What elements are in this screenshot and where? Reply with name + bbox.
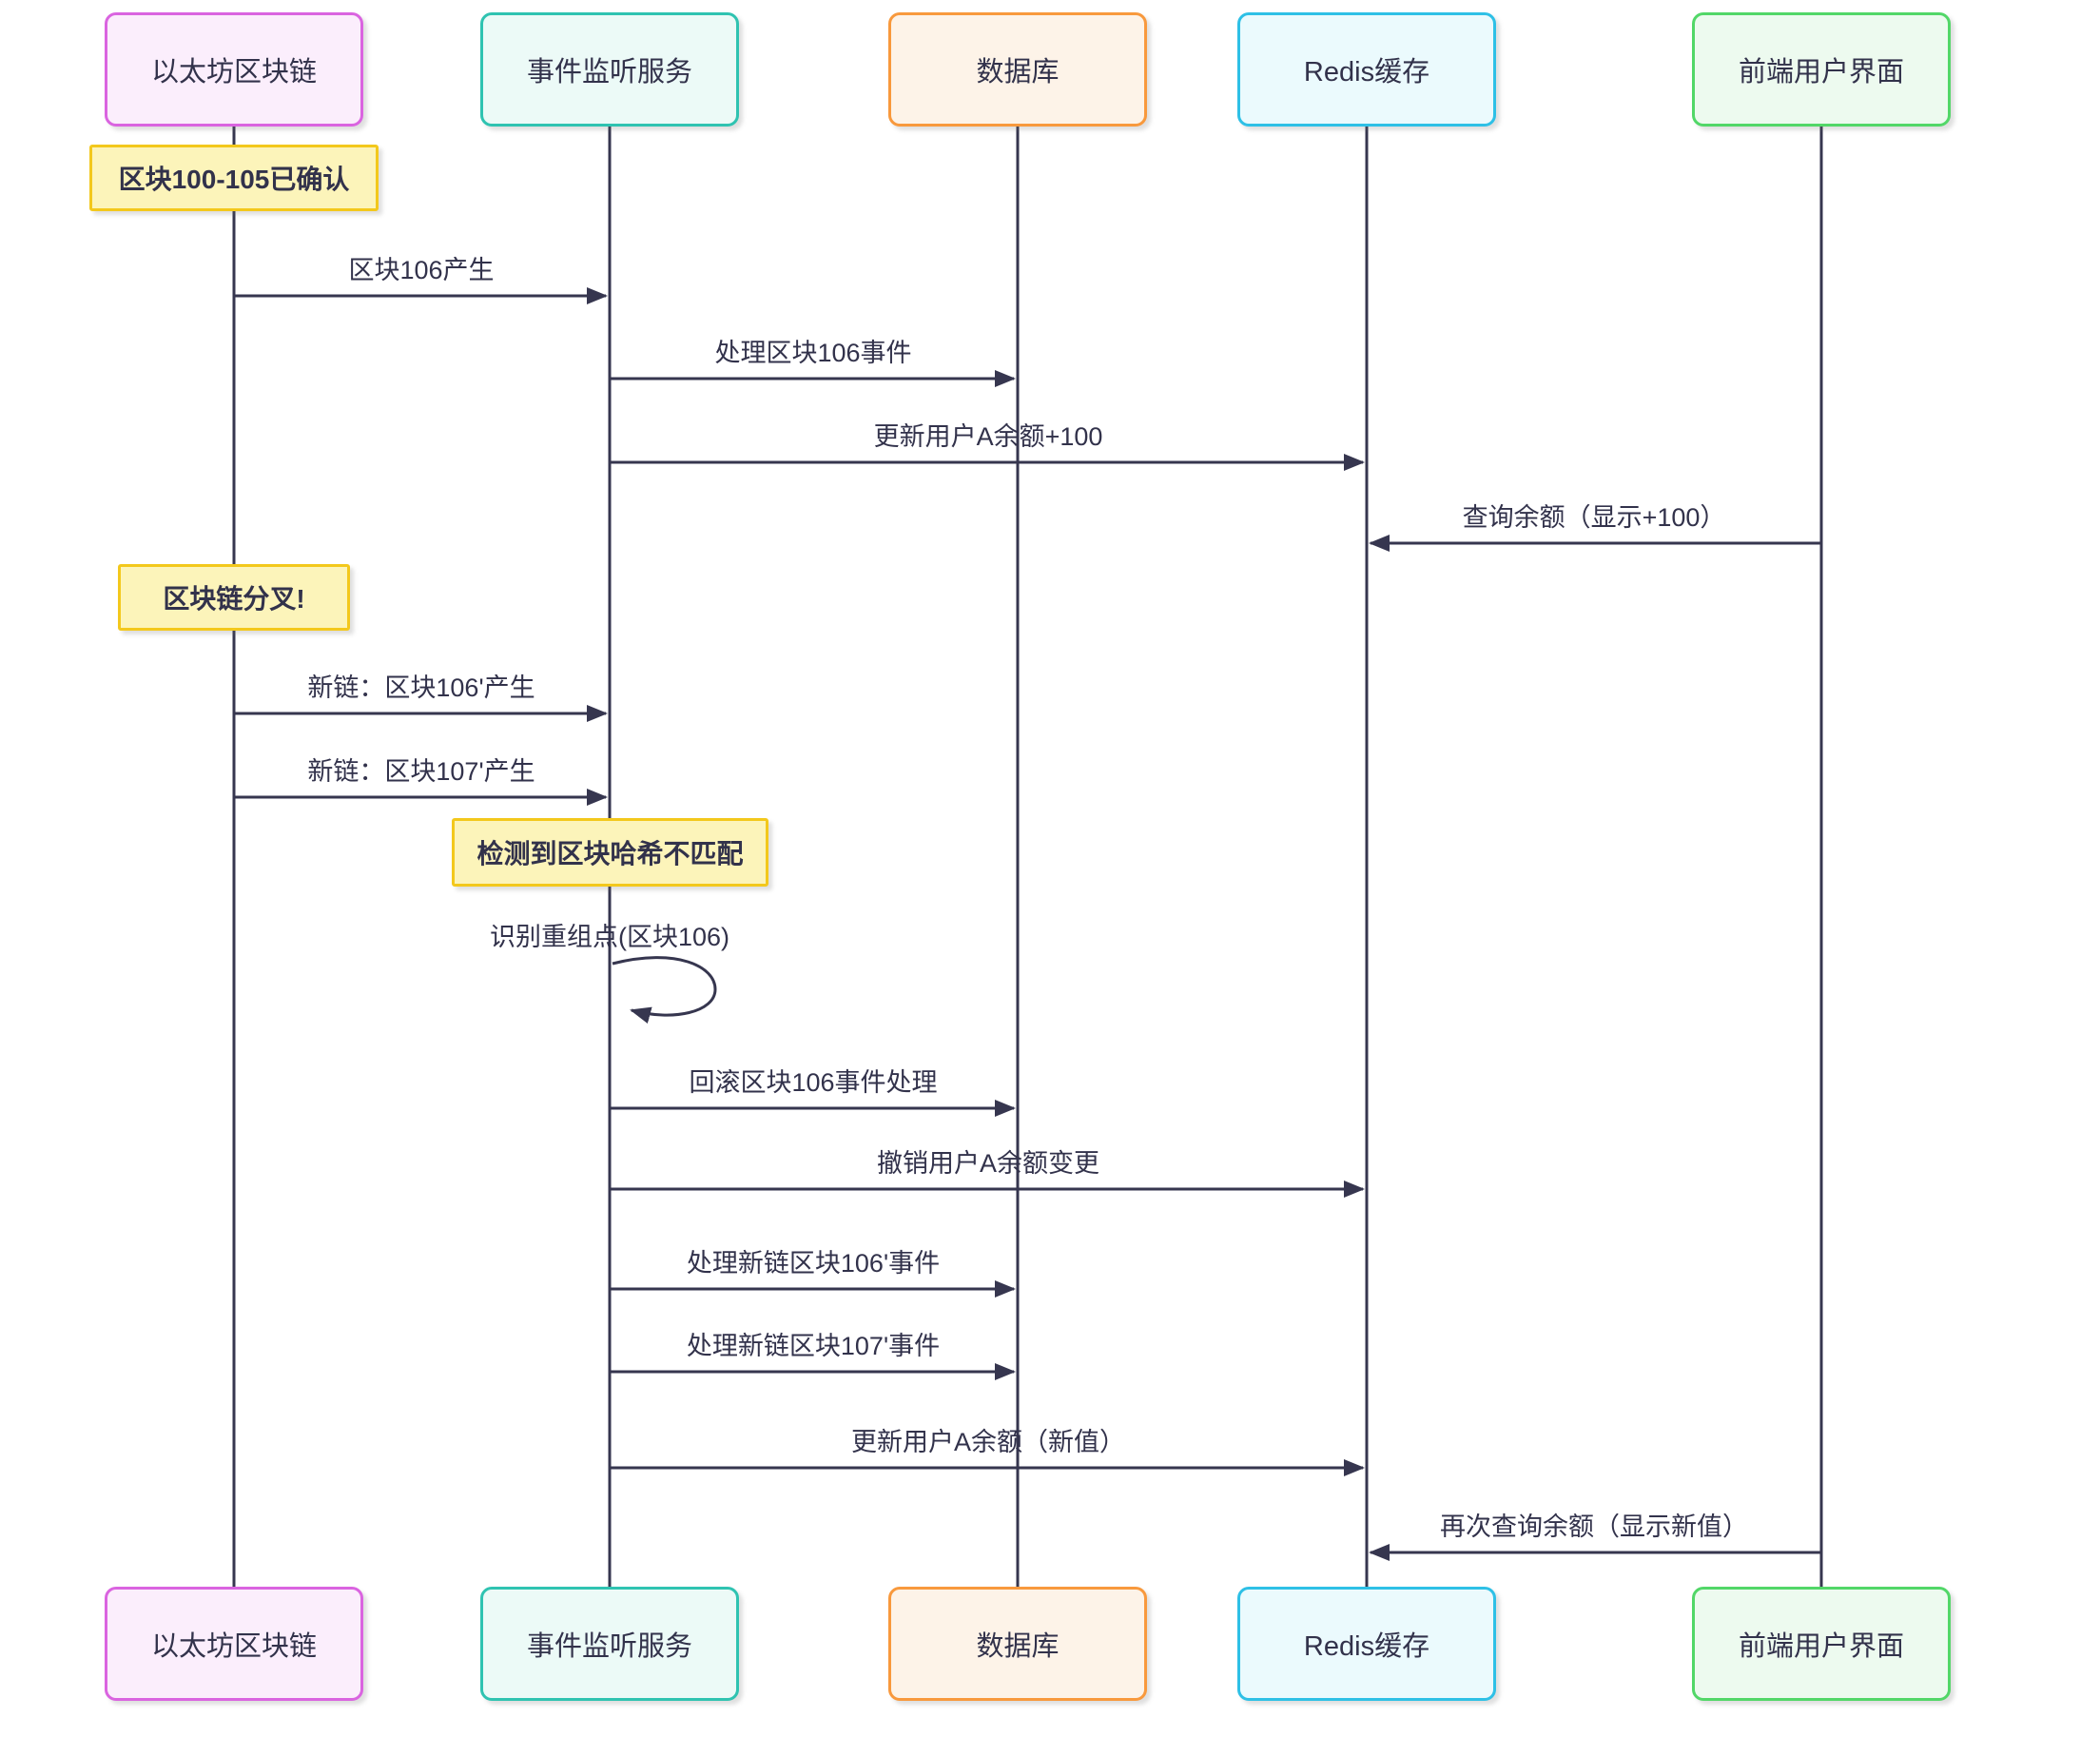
- note-hash-mismatch: 检测到区块哈希不匹配: [452, 818, 768, 887]
- actor-bottom-ethereum: 以太坊区块链: [105, 1587, 363, 1701]
- actor-label: Redis缓存: [1303, 57, 1430, 88]
- note-chain-fork: 区块链分叉!: [118, 564, 350, 631]
- message-label-10: 处理新链区块106'事件: [686, 1249, 941, 1278]
- note-blocks-confirmed: 区块100-105已确认: [89, 145, 379, 211]
- message-label-9: 撤销用户A余额变更: [876, 1149, 1099, 1178]
- message-label-11: 处理新链区块107'事件: [686, 1332, 941, 1360]
- message-label-6: 新链：区块107'产生: [307, 757, 535, 786]
- actor-label: 事件监听服务: [526, 57, 692, 88]
- message-label-3: 更新用户A余额+100: [873, 422, 1103, 451]
- message-label-2: 处理区块106事件: [714, 339, 912, 367]
- message-label-1: 区块106产生: [348, 256, 495, 284]
- actor-bottom-listener: 事件监听服务: [480, 1587, 739, 1701]
- actor-label: 数据库: [976, 1631, 1060, 1662]
- actor-label: Redis缓存: [1303, 1631, 1430, 1662]
- actor-bottom-frontend: 前端用户界面: [1692, 1587, 1951, 1701]
- message-label-12: 更新用户A余额（新值）: [850, 1428, 1125, 1456]
- actor-bottom-database: 数据库: [888, 1587, 1147, 1701]
- actor-top-frontend: 前端用户界面: [1692, 12, 1951, 127]
- actor-label: 以太坊区块链: [150, 1631, 317, 1662]
- actor-top-listener: 事件监听服务: [480, 12, 739, 127]
- message-label-13: 再次查询余额（显示新值）: [1440, 1513, 1748, 1541]
- message-label-4: 查询余额（显示+100）: [1462, 503, 1726, 532]
- arrow-self-loop: [612, 956, 717, 1024]
- actor-top-ethereum: 以太坊区块链: [105, 12, 363, 127]
- actor-label: 数据库: [976, 57, 1060, 88]
- actor-top-redis: Redis缓存: [1237, 12, 1496, 127]
- actor-label: 前端用户界面: [1738, 57, 1904, 88]
- actor-label: 前端用户界面: [1738, 1631, 1904, 1662]
- actor-label: 以太坊区块链: [150, 57, 317, 88]
- message-label-8: 回滚区块106事件处理: [689, 1068, 938, 1097]
- actor-bottom-redis: Redis缓存: [1237, 1587, 1496, 1701]
- message-label-7: 识别重组点(区块106): [489, 923, 730, 951]
- actor-label: 事件监听服务: [526, 1631, 692, 1662]
- message-label-5: 新链：区块106'产生: [307, 673, 535, 702]
- actor-top-database: 数据库: [888, 12, 1147, 127]
